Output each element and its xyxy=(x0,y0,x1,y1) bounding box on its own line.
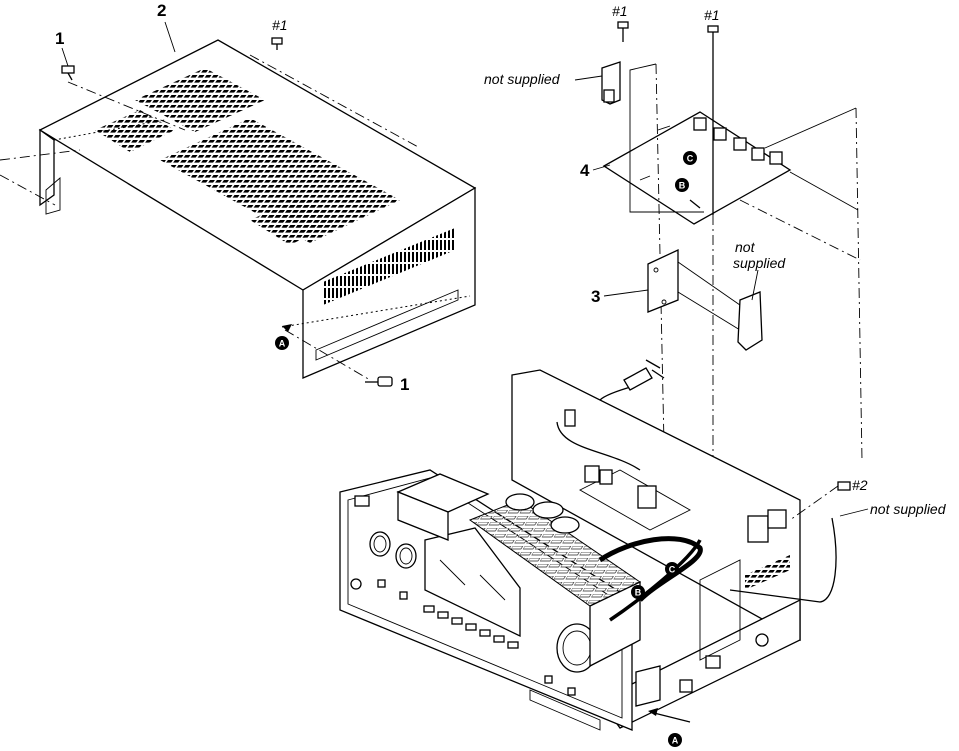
svg-text:C: C xyxy=(687,154,694,164)
svg-text:B: B xyxy=(679,181,686,191)
note-bracket-top: not supplied xyxy=(484,71,561,87)
label-screw-1-bottom: 1 xyxy=(400,375,409,394)
top-vent-grid-4 xyxy=(250,198,340,245)
svg-text:A: A xyxy=(672,736,679,746)
ribbon-cable-c xyxy=(609,539,702,622)
note-bracket-mid-line1: not xyxy=(735,239,756,255)
marker-c-board: C xyxy=(683,151,697,165)
board-connectors xyxy=(693,117,783,165)
label-screw-top-cover: #1 xyxy=(272,17,288,33)
display-window xyxy=(424,527,521,638)
label-part-3: 3 xyxy=(591,287,600,306)
top-vent-grid-1 xyxy=(135,68,265,132)
ribbon-cable-b xyxy=(598,536,703,602)
label-screw-board: #1 xyxy=(704,7,720,23)
note-side-cable: not supplied xyxy=(870,501,947,517)
front-knob-1 xyxy=(369,531,391,557)
front-vent-grid xyxy=(323,228,455,305)
power-plug xyxy=(623,359,665,391)
label-screw-side: #2 xyxy=(852,477,868,493)
screw-1-bottom xyxy=(365,376,393,387)
label-screw-bracket: #1 xyxy=(612,3,628,19)
receiver-chassis xyxy=(339,359,837,731)
screw-bracket-top xyxy=(617,21,629,42)
screw-side xyxy=(789,481,851,521)
svg-text:C: C xyxy=(669,565,676,575)
top-vent-grid-2 xyxy=(95,110,175,152)
marker-b-board: B xyxy=(675,178,689,192)
label-part-4: 4 xyxy=(580,161,590,180)
note-bracket-mid-line2: supplied xyxy=(733,255,786,271)
bracket-top xyxy=(574,61,621,105)
board-4 xyxy=(602,111,792,225)
screw-1-top xyxy=(61,65,75,81)
screw-1-top-cover-hash xyxy=(271,37,283,50)
front-knob-2 xyxy=(395,543,417,569)
top-cover xyxy=(0,39,477,381)
marker-b-chassis: B xyxy=(631,585,645,599)
marker-a-chassis: A xyxy=(648,708,691,747)
marker-c-chassis: C xyxy=(665,562,679,576)
screw-board-top xyxy=(707,25,719,215)
label-screw-1-top: 1 xyxy=(55,29,64,48)
marker-a-cover: A xyxy=(275,336,289,350)
top-vent-grid-3 xyxy=(160,118,400,243)
bracket-3 xyxy=(647,248,751,331)
bracket-not-supplied-mid xyxy=(737,269,763,351)
svg-text:A: A xyxy=(279,339,286,349)
svg-text:B: B xyxy=(635,588,642,598)
label-cover-2: 2 xyxy=(157,1,166,20)
